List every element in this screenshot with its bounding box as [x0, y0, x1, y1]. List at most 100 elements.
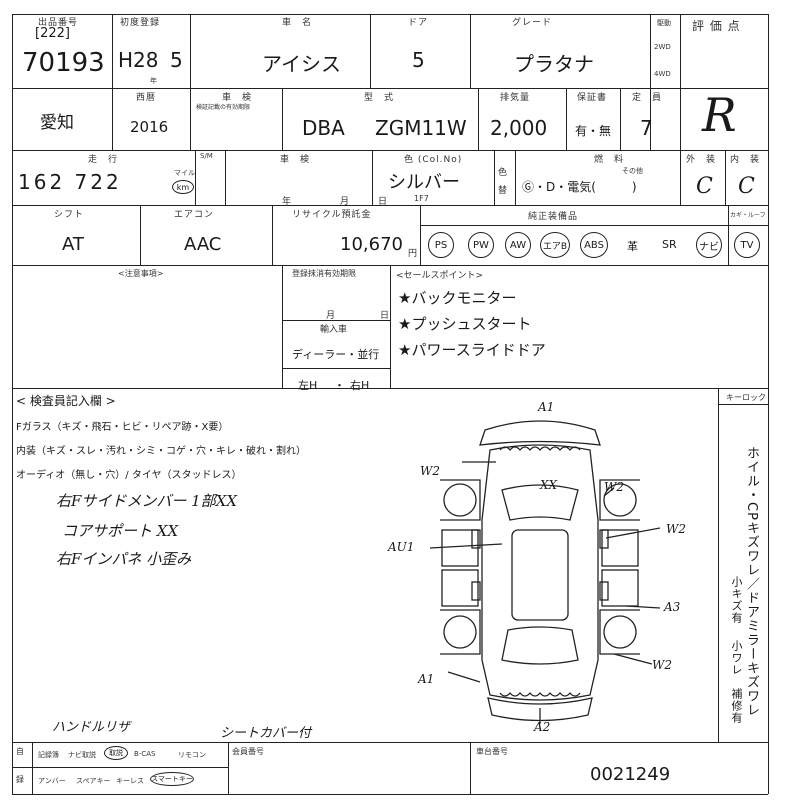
capacity-label: 定 員 — [632, 93, 663, 103]
interior: C — [738, 174, 755, 199]
mark-a3: A3 — [664, 600, 681, 614]
car-name: アイシス — [262, 52, 341, 76]
footer-item-spare-key: スペアキー — [76, 777, 111, 785]
first-reg-unit: 年 — [150, 77, 157, 85]
car-name-label: 車 名 — [282, 18, 313, 28]
equipment-sr: SR — [662, 238, 677, 251]
lot-number: 70193 — [22, 48, 105, 78]
mark-a2: A2 — [534, 720, 551, 734]
year-unit: 年 — [282, 197, 292, 207]
equipment-label: 純正装備品 — [528, 212, 579, 222]
first-reg-month: 5 — [170, 48, 183, 72]
mark-au1: AU1 — [388, 540, 415, 554]
month-unit: 月 — [340, 197, 350, 207]
first-reg: H28 — [118, 48, 159, 72]
year-label: 西暦 — [136, 93, 157, 103]
glass-line: Fガラス（キズ・飛石・ヒビ・リペア跡・X要） — [16, 422, 229, 433]
recycle-label: リサイクル預託金 — [292, 210, 372, 220]
score: R — [702, 88, 737, 142]
fuel-other: その他 — [622, 167, 643, 175]
footer-item-navi-manual: ナビ取説 — [68, 751, 96, 759]
remark-2: コアサポート XX — [62, 522, 179, 540]
sales-point-1: ★バックモニター — [398, 289, 517, 307]
steer-right: 右H — [350, 379, 370, 392]
equipment-navi: ナビ — [696, 232, 722, 258]
footer-col-right: 録 — [16, 775, 24, 784]
shaken-label: 車 検 — [222, 93, 253, 103]
displacement: 2,000 — [490, 116, 548, 140]
inspection-label: 車 検 — [280, 155, 311, 165]
remark-1: 右Fサイドメンバー 1部XX — [56, 492, 238, 510]
color: シルバー — [388, 172, 460, 193]
first-reg-label: 初度登録 — [120, 18, 161, 28]
day-unit: 日 — [378, 197, 388, 207]
footer-item-bcas: B-CAS — [134, 750, 156, 758]
mark-w2-right-top: W2 — [604, 480, 624, 494]
inspection-title: < 検査員記入欄 > — [16, 394, 116, 408]
color-label: 色 (Col.No) — [404, 155, 463, 165]
mark-a1-top: A1 — [538, 400, 555, 414]
warranty-label: 保証書 — [577, 93, 608, 103]
mark-w2-left-top: W2 — [420, 464, 440, 478]
mileage-unit-km: km — [172, 180, 194, 194]
equipment-ps: PS — [428, 232, 454, 258]
mark-a1-bottom: A1 — [418, 672, 435, 686]
exterior-label: 外 装 — [686, 155, 717, 165]
shift: AT — [62, 234, 84, 255]
interior-label: 内 装 — [730, 155, 761, 165]
meter-label: S/M — [200, 152, 213, 160]
score-label: 評 価 点 — [692, 19, 741, 33]
drive-label: 駆動 — [657, 19, 671, 27]
caution-label: <注意事項> — [118, 269, 164, 278]
mileage: 162 722 — [18, 170, 122, 194]
sales-point-2: ★プッシュスタート — [398, 315, 532, 333]
footer-note-right: シートカバー付 — [220, 726, 312, 741]
fuel-label: 燃 料 — [594, 155, 625, 165]
model-code: ZGM11W — [375, 116, 467, 140]
equipment-airbag: エアB — [540, 232, 570, 258]
shaken-sub: 検証記載の有効期限 — [196, 104, 251, 111]
steer-left: 左H — [298, 379, 318, 392]
fuel-options: Ⓖ・D・電気( ) — [522, 180, 637, 194]
equipment-leather: 革 — [627, 240, 638, 253]
key-label: キーロック — [726, 393, 766, 402]
color-code: 1F7 — [414, 194, 429, 203]
receipt-no-label: 車台番号 — [476, 747, 508, 756]
equipment-pw: PW — [468, 232, 494, 258]
recycle: 10,670 — [340, 234, 403, 255]
mileage-label: 走 行 — [88, 155, 119, 165]
inspection-no-label: 会員番号 — [232, 747, 264, 756]
model-prefix: DBA — [302, 116, 345, 140]
equipment-aw: AW — [505, 232, 531, 258]
doors: 5 — [412, 48, 425, 72]
ac: AAC — [184, 234, 222, 255]
mark-w2-right-bottom: W2 — [652, 658, 672, 672]
interior-line: 内装（キズ・スレ・汚れ・シミ・コゲ・穴・キレ・破れ・割れ） — [16, 446, 306, 457]
sidebar-repair: 補修有 — [730, 688, 743, 724]
footer-item-smart-key: スマートキー — [150, 772, 194, 786]
sidebar-vertical-text: ホイル・CPキズワレ／ドアミラーキズワレ — [744, 446, 759, 717]
import-label: 輸入車 — [320, 325, 348, 335]
mark-w2-right-mid: W2 — [666, 522, 686, 536]
displacement-label: 排気量 — [500, 93, 531, 103]
footer-item-manual: 取説 — [104, 746, 128, 760]
capacity: 7 — [640, 116, 653, 140]
audio-line: オーディオ（無し・穴）/ タイヤ（スタッドレス） — [16, 470, 242, 481]
ac-label: エアコン — [174, 210, 215, 220]
equipment-abs: ABS — [580, 232, 608, 258]
equipment-tv: TV — [734, 232, 760, 258]
location: 愛知 — [40, 113, 74, 133]
model-label: 型 式 — [364, 93, 395, 103]
exterior: C — [696, 174, 713, 199]
footer-item-remote: リモコン — [178, 751, 206, 759]
lot-label: 出品番号 — [38, 18, 79, 28]
sales-label: <セールスポイント> — [396, 271, 484, 281]
door-label: ドア — [408, 18, 429, 28]
drive-4wd: 4WD — [654, 70, 671, 78]
grade: プラタナ — [514, 52, 594, 76]
footer-col-left: 自 — [16, 747, 24, 756]
kit-label: カギ・ルーフ — [730, 212, 766, 219]
car-diagram — [429, 420, 660, 724]
year: 2016 — [130, 118, 169, 136]
footer-item-keyless: キーレス — [116, 777, 144, 785]
